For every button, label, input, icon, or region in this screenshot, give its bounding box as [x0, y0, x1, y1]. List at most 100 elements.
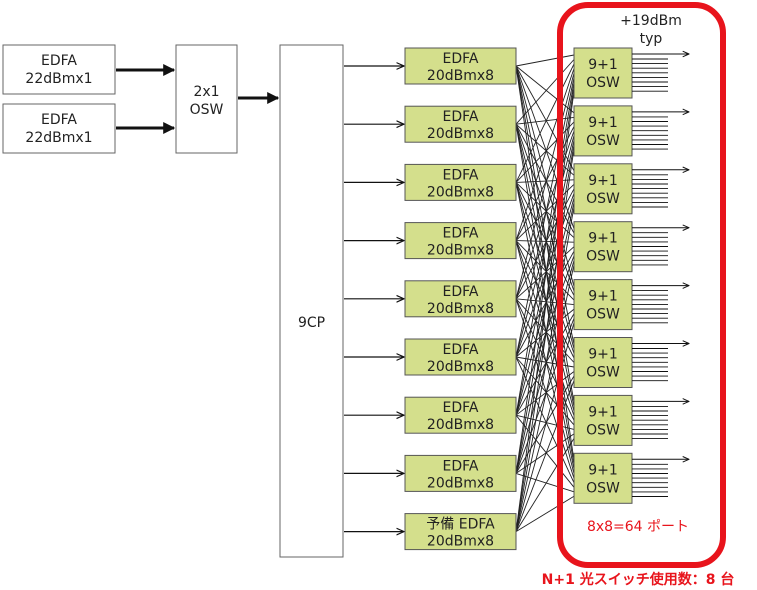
fanout-line: [515, 65, 575, 114]
edfa-line2: 20dBmx8: [427, 301, 494, 317]
switch-line1: 9+1: [588, 173, 618, 189]
output-power-line2: typ: [640, 31, 663, 47]
switch-outputs-2: [632, 112, 689, 150]
fanout-line: [515, 65, 575, 461]
switch-line2: OSW: [586, 191, 620, 207]
switch-line2: OSW: [586, 422, 620, 438]
fanout-line: [515, 59, 575, 125]
switch-line2: OSW: [586, 133, 620, 149]
coupler-9cp: 9CP: [279, 44, 344, 558]
edfa-line1: EDFA: [443, 167, 479, 183]
edfa-line1: EDFA: [443, 342, 479, 358]
combiner-2x1-osw: 2x1 OSW: [175, 44, 238, 154]
fanout-line: [515, 81, 575, 416]
edfa-line1: 予備 EDFA: [426, 517, 495, 533]
combiner-line2: OSW: [190, 102, 224, 118]
port-note: 8x8=64 ポート: [587, 519, 689, 535]
input-edfa-2: EDFA 22dBmx1: [2, 103, 116, 154]
fanout-line: [515, 313, 575, 416]
fanout-line: [515, 255, 575, 416]
fanout-line: [515, 298, 575, 306]
fanout-line: [515, 124, 575, 407]
fanout-line: [515, 495, 575, 532]
fanout-line: [515, 183, 575, 241]
fanout-line: [515, 116, 575, 125]
edfa-line2: 20dBmx8: [427, 359, 494, 375]
fanout-line: [515, 148, 575, 532]
switch-outputs-4: [632, 228, 689, 266]
fanout-line: [515, 124, 575, 465]
fanout-line: [515, 317, 575, 474]
fanout-line: [515, 65, 575, 403]
switch-line1: 9+1: [588, 115, 618, 131]
edfa-line2: 20dBmx8: [427, 475, 494, 491]
fanout-line: [515, 179, 575, 183]
switch-line1: 9+1: [588, 231, 618, 247]
edfa-line1: EDFA: [443, 226, 479, 242]
edfa-line2: 20dBmx8: [427, 68, 494, 84]
fanout-line: [515, 182, 575, 239]
edfa-line1: EDFA: [443, 458, 479, 474]
fanout-line: [515, 121, 575, 183]
edfa-line2: 20dBmx8: [427, 534, 494, 550]
fanout-line: [515, 86, 575, 474]
switch-column: 9+1OSW9+1OSW9+1OSW9+1OSW9+1OSW9+1OSW9+1O…: [573, 47, 689, 504]
fanout-line: [515, 65, 575, 287]
switch-outputs-6: [632, 344, 689, 382]
fanout-line: [515, 438, 575, 532]
edfa-line1: EDFA: [443, 51, 479, 67]
combiner-line1: 2x1: [193, 84, 219, 100]
input-edfa-1-line2: 22dBmx1: [25, 71, 92, 87]
switch-outputs-8: [632, 459, 689, 497]
switch-outputs-1: [632, 54, 689, 92]
fanout-line: [515, 65, 575, 345]
fanout-line: [515, 68, 575, 241]
highlight-frame: [557, 2, 726, 568]
fanout-line: [515, 193, 575, 358]
fanout-line: [515, 322, 575, 532]
edfa-line1: EDFA: [443, 400, 479, 416]
fanout-line: [515, 246, 575, 300]
fanout-line: [515, 90, 575, 532]
coupler-to-edfa-arrows: [344, 66, 404, 532]
edfa-line2: 20dBmx8: [427, 243, 494, 259]
fanout-line: [515, 380, 575, 532]
switch-line1: 9+1: [588, 347, 618, 363]
fanout-line: [515, 240, 575, 243]
edfa-line1: EDFA: [443, 284, 479, 300]
fanout-line: [515, 182, 575, 296]
fanout-line: [515, 188, 575, 300]
switch-line1: 9+1: [588, 289, 618, 305]
fanout-line: [515, 54, 575, 67]
switch-outputs-5: [632, 286, 689, 324]
input-edfa-1: EDFA 22dBmx1: [2, 44, 116, 95]
input-edfa-2-line2: 22dBmx1: [25, 130, 92, 146]
switch-line1: 9+1: [588, 404, 618, 420]
fanout-line: [515, 250, 575, 358]
switch-line2: OSW: [586, 480, 620, 496]
edfa-line1: EDFA: [443, 109, 479, 125]
input-edfa-1-line1: EDFA: [41, 53, 77, 69]
switch-line1: 9+1: [588, 57, 618, 73]
edfa-line2: 20dBmx8: [427, 126, 494, 142]
switch-line2: OSW: [586, 365, 620, 381]
output-power-line1: +19dBm: [620, 13, 682, 29]
switch-outputs-3: [632, 170, 689, 208]
